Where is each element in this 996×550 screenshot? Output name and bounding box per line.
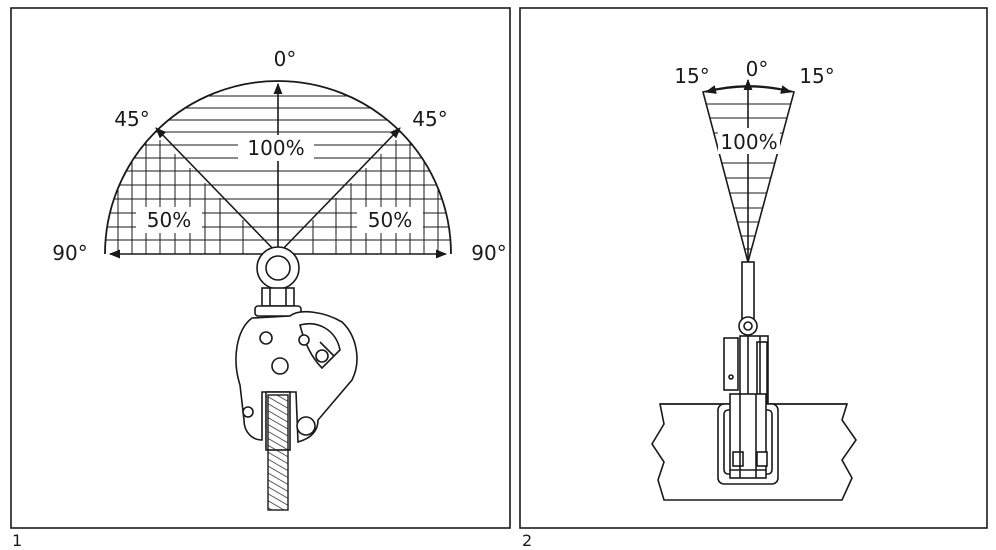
- label-100-percent-2: 100%: [720, 130, 777, 154]
- left-45-arrow: [155, 127, 279, 255]
- label-left-15: 15°: [674, 64, 709, 88]
- right-45-arrow: [277, 127, 401, 255]
- label-0-deg-2: 0°: [746, 57, 769, 81]
- fan-grid: [703, 103, 794, 250]
- panel-1: 0° 45° 45° 90° 90° 100% 50% 50%: [10, 7, 511, 550]
- steel-plate: [267, 394, 289, 511]
- label-right-50-percent: 50%: [368, 208, 412, 232]
- panel-1-frame: [10, 7, 511, 529]
- label-left-50-percent: 50%: [147, 208, 191, 232]
- label-left-45: 45°: [114, 107, 149, 131]
- load-semicircle: [104, 80, 452, 255]
- panel-2: 0° 15° 15° 100%: [519, 7, 988, 550]
- panel-2-frame: [519, 7, 988, 529]
- label-right-15: 15°: [799, 64, 834, 88]
- clamp-jaws: [717, 393, 779, 485]
- label-0-deg: 0°: [274, 47, 297, 71]
- label-100-percent: 100%: [247, 136, 304, 160]
- label-left-90: 90°: [52, 241, 87, 265]
- figure-2-caption: 2: [522, 531, 532, 550]
- figure-1-caption: 1: [12, 531, 22, 550]
- label-right-45: 45°: [412, 107, 447, 131]
- label-right-90: 90°: [471, 241, 506, 265]
- lifting-clamp-front: [235, 246, 358, 451]
